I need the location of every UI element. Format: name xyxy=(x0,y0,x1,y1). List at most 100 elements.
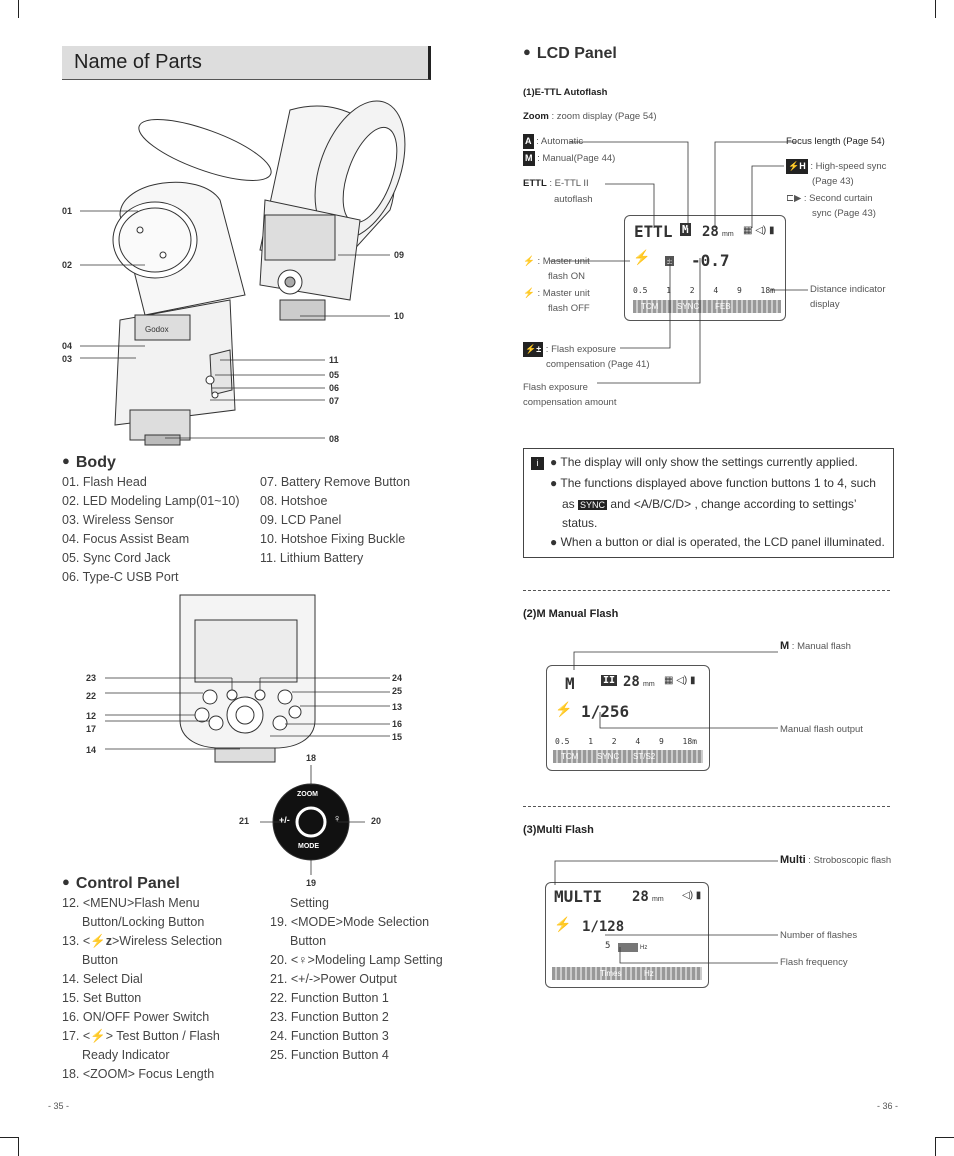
fec-amount-label-2: compensation amount xyxy=(523,397,617,408)
callout-05: 05 xyxy=(329,370,340,380)
hss-page-label: (Page 43) xyxy=(812,176,854,187)
lcd-mode: M xyxy=(565,674,575,693)
callout-15: 15 xyxy=(392,732,403,742)
flash-body-illustration: Godox xyxy=(80,100,406,446)
lcd-mm: mm xyxy=(722,231,734,238)
master-off-label-2: flash OFF xyxy=(548,303,590,314)
list-item: Button/Locking Button xyxy=(82,915,205,929)
manual-callout-lines xyxy=(573,651,778,729)
multi-callout-lines xyxy=(554,860,778,964)
lcd-mm: mm xyxy=(643,681,655,688)
section-divider xyxy=(523,590,890,591)
note-2: ● The functions displayed above function… xyxy=(550,476,876,490)
lcd-count: 5 xyxy=(605,941,611,951)
list-item: 17. <⚡> Test Button / Flash xyxy=(62,1029,220,1043)
callout-17: 17 xyxy=(86,724,97,734)
control-panel-illustration xyxy=(105,594,390,875)
lcd-mm: mm xyxy=(652,896,664,903)
callout-19: 19 xyxy=(306,878,317,888)
callout-25: 25 xyxy=(392,686,403,696)
multi-subheading: (3)Multi Flash xyxy=(523,824,594,836)
lcd-tab-2: Hz xyxy=(644,969,654,978)
crop-mark xyxy=(0,0,19,18)
scale-tick: 2 xyxy=(611,737,617,746)
list-item: 03. Wireless Sensor xyxy=(62,513,174,527)
page-title-box: Name of Parts xyxy=(62,46,431,80)
list-item: 23. Function Button 2 xyxy=(270,1010,389,1024)
modeling-lamp-icon: ♀ xyxy=(333,813,342,825)
scale-tick: 1 xyxy=(666,286,672,295)
lcd-fec-icon: ± xyxy=(665,256,674,266)
manual-label: M : Manual(Page 44) xyxy=(523,151,616,166)
callout-23: 23 xyxy=(86,673,97,683)
scale-tick: 4 xyxy=(713,286,719,295)
list-item: 12. <MENU>Flash Menu xyxy=(62,896,200,910)
scale-tick: 9 xyxy=(736,286,742,295)
callout-10: 10 xyxy=(394,311,405,321)
lcd-tab-1: TCM xyxy=(561,752,579,761)
callout-14: 14 xyxy=(86,745,97,755)
list-item: Ready Indicator xyxy=(82,1048,170,1062)
note-5: ● When a button or dial is operated, the… xyxy=(550,535,885,549)
lcd-status-icons: ▦ ◁) ▮ xyxy=(743,225,775,236)
crop-mark xyxy=(935,0,954,18)
distance-indicator-label: Distance indicator xyxy=(810,284,886,295)
auto-label: A : Automatic xyxy=(523,134,584,149)
callout-21: 21 xyxy=(239,816,250,826)
scale-tick: 9 xyxy=(658,737,664,746)
note-4: status. xyxy=(562,516,598,530)
fec-label-2: compensation (Page 41) xyxy=(546,359,650,370)
list-item: 10. Hotshoe Fixing Buckle xyxy=(260,532,406,546)
lcd-tab-1: TCM xyxy=(641,302,659,311)
hss-label: ⚡H : High-speed sync xyxy=(786,159,887,174)
list-item: 07. Battery Remove Button xyxy=(260,475,411,489)
control-panel-heading: ●Control Panel xyxy=(62,874,180,892)
distance-indicator-label-2: display xyxy=(810,299,840,310)
multi-flash-label: Multi : Stroboscopic flash xyxy=(780,854,892,866)
scale-tick: 2 xyxy=(689,286,695,295)
lcd-tab-1: Times xyxy=(600,969,622,978)
list-item: 09. LCD Panel xyxy=(260,513,342,527)
list-item: 24. Function Button 3 xyxy=(270,1029,389,1043)
callout-24: 24 xyxy=(392,673,403,683)
scale-tick: 4 xyxy=(635,737,641,746)
second-curtain-page-label: sync (Page 43) xyxy=(812,208,876,219)
lcd-value: 1/128 xyxy=(582,919,625,935)
lcd-master-icon: ⚡ xyxy=(555,701,573,717)
zoom-display-label: Zoom : zoom display (Page 54) xyxy=(523,111,657,122)
scale-tick: 0.5 xyxy=(633,286,648,295)
lcd-value: 1/256 xyxy=(581,702,630,721)
list-item: 13. <⚡z>Wireless Selection xyxy=(62,934,223,948)
master-on-label-2: flash ON xyxy=(548,271,585,282)
lcd-zoom: 28 xyxy=(632,889,649,905)
callout-08: 08 xyxy=(329,434,340,444)
dial-zoom-label: ZOOM xyxy=(297,791,318,798)
lcd-master-icon: ⚡ xyxy=(554,916,572,932)
lcd-status-icons: ◁) ▮ xyxy=(682,890,702,901)
list-item: 21. <+/->Power Output xyxy=(270,972,397,986)
dial-plusminus-label: +/- xyxy=(279,815,290,825)
list-item: 02. LED Modeling Lamp(01~10) xyxy=(62,494,240,508)
flash-frequency-label: Flash frequency xyxy=(780,957,848,968)
lcd-tab-2: SYNC xyxy=(597,752,620,761)
callout-13: 13 xyxy=(392,702,403,712)
page-title: Name of Parts xyxy=(74,51,202,73)
callout-03: 03 xyxy=(62,354,73,364)
list-item: 22. Function Button 1 xyxy=(270,991,389,1005)
lcd-tab-bar xyxy=(553,750,703,763)
list-item: 16. ON/OFF Power Switch xyxy=(62,1010,210,1024)
wireless-icon: ⚡z xyxy=(90,934,112,948)
callout-09: 09 xyxy=(394,250,405,260)
scale-tick: 18m xyxy=(682,737,697,746)
manual-output-label: Manual flash output xyxy=(780,724,863,735)
lcd-manual-icon: M xyxy=(680,223,691,236)
crop-mark xyxy=(0,1137,19,1156)
list-item: 20. <♀>Modeling Lamp Setting xyxy=(270,953,443,967)
body-heading: ●Body xyxy=(62,453,116,471)
list-item: Button xyxy=(290,934,327,948)
lcd-mode: MULTI xyxy=(554,887,603,906)
